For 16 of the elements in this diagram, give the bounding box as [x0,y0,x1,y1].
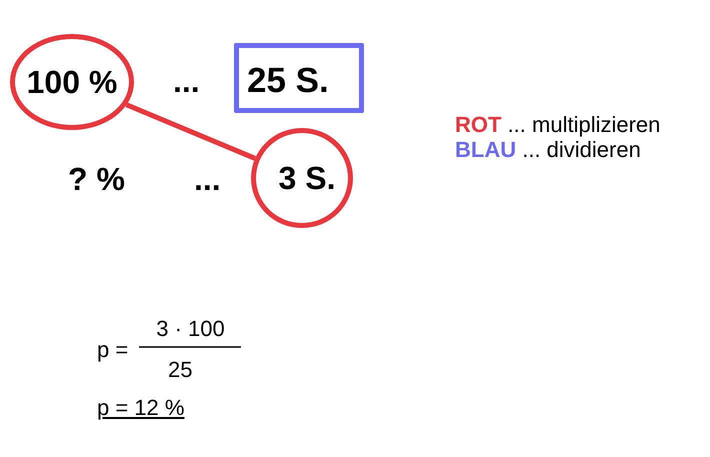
value-text: 3 S. [278,162,336,194]
ellipse-shape [10,34,134,130]
legend-entry: ROT ... multiplizieren [455,112,660,137]
value-text: 100 % [26,66,118,98]
ellipsis-text: ... [173,65,200,97]
formula-text: p = [97,339,128,361]
legend-entry: BLAU ... dividieren [455,137,642,162]
numerator-text: 3 · 100 [155,318,226,340]
denominator-text: 25 [168,359,192,381]
connector-line [126,102,256,161]
rectangle-frame [234,43,364,113]
circle-shape [251,128,353,228]
unknown-percent-text: ? % [68,163,125,195]
value-text: 25 S. [247,62,329,98]
ellipsis-text: ... [194,163,221,195]
result-text: p = 12 % [97,397,184,419]
